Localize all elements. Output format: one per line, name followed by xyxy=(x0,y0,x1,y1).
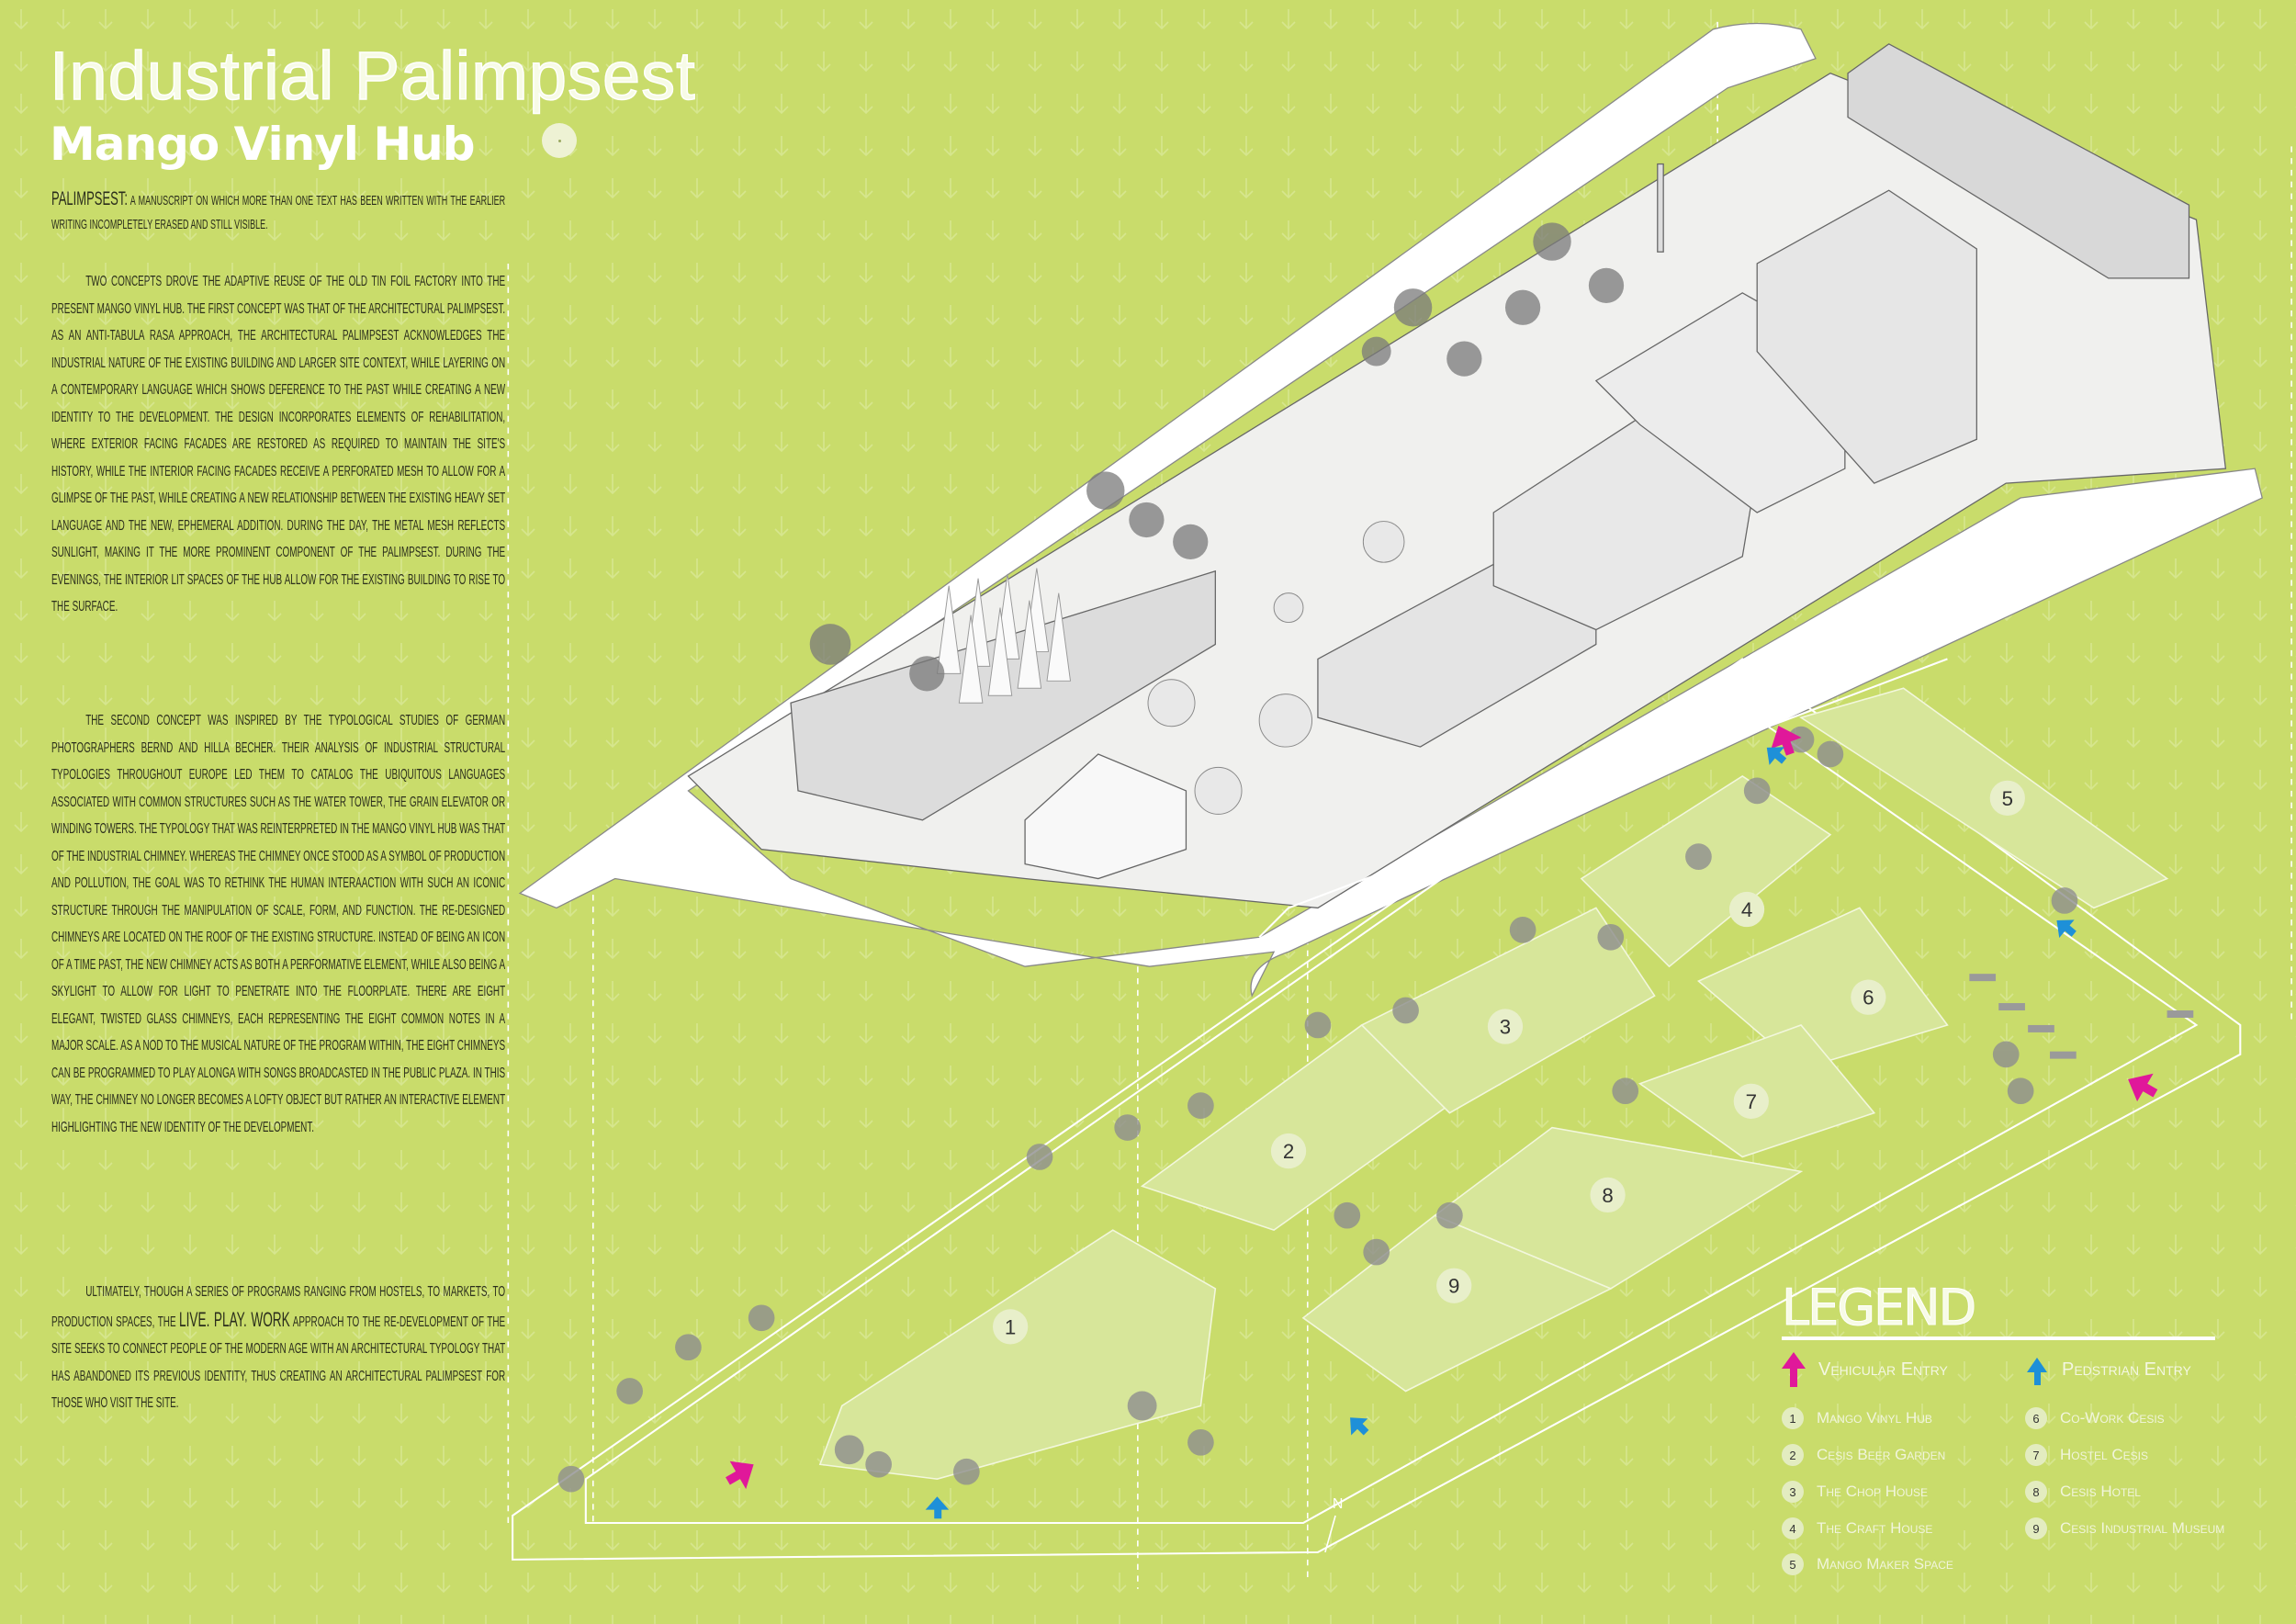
legend-item: 6 Co-Work Cesis xyxy=(2025,1407,2165,1429)
svg-text:N: N xyxy=(1333,1496,1344,1512)
definition: Palimpsest: A manuscript on which more t… xyxy=(51,187,505,237)
legend-label: Cesis Industrial Museum xyxy=(2060,1519,2225,1537)
blue-arrow-icon xyxy=(2027,1358,2047,1385)
plan-marker-3: 3 xyxy=(1487,1009,1524,1044)
trees-plan xyxy=(557,726,2078,1493)
legend-label: Mango Vinyl Hub xyxy=(1817,1409,1932,1427)
plan-marker-2: 2 xyxy=(1270,1133,1307,1169)
plan-marker-8: 8 xyxy=(1590,1177,1626,1213)
svg-text:8: 8 xyxy=(1602,1184,1613,1207)
legend-item: 8 Cesis Hotel xyxy=(2025,1481,2141,1503)
pedestrian-entry-arrows xyxy=(925,747,2077,1519)
page-subtitle: Mango Vinyl Hub xyxy=(50,118,476,171)
legend-item: 9 Cesis Industrial Museum xyxy=(2025,1517,2224,1539)
svg-text:3: 3 xyxy=(1500,1016,1511,1039)
svg-text:9: 9 xyxy=(1448,1275,1459,1298)
legend-item: 4 The Craft House xyxy=(1782,1517,1932,1539)
definition-term: Palimpsest: xyxy=(51,188,128,209)
legend-label: Mango Maker Space xyxy=(1817,1555,1953,1573)
trees-upper xyxy=(809,222,1625,692)
svg-text:1: 1 xyxy=(1005,1315,1016,1338)
legend-pedestrian-entry: Pedstrian Entry xyxy=(2025,1352,2191,1387)
plan-marker-4: 4 xyxy=(1728,891,1765,928)
legend-number: 8 xyxy=(2025,1481,2047,1503)
vinyl-record-icon xyxy=(542,123,577,158)
legend-label: Hostel Cesis xyxy=(2060,1446,2148,1463)
legend-item: 2 Cesis Beer Garden xyxy=(1782,1444,1945,1466)
legend-label: The Chop House xyxy=(1817,1483,1929,1500)
plan-marker-6: 6 xyxy=(1851,979,1886,1015)
svg-text:2: 2 xyxy=(1283,1140,1294,1163)
paragraph-3: Ultimately, though a series of programs … xyxy=(51,1279,505,1417)
legend-item: 3 The Chop House xyxy=(1782,1481,1928,1503)
legend-number: 1 xyxy=(1782,1407,1804,1429)
legend-vehicular-entry: Vehicular Entry xyxy=(1782,1352,1948,1387)
plan-marker-7: 7 xyxy=(1733,1083,1769,1119)
legend-number: 3 xyxy=(1782,1481,1804,1503)
legend-divider xyxy=(1782,1336,2215,1340)
north-arrow: N xyxy=(1324,1496,1344,1553)
building-mass xyxy=(687,43,2227,909)
legend-item: 5 Mango Maker Space xyxy=(1782,1553,1953,1575)
plan-marker-1: 1 xyxy=(993,1309,1029,1345)
legend-item: 7 Hostel Cesis xyxy=(2025,1444,2148,1466)
svg-text:6: 6 xyxy=(1863,987,1874,1009)
legend-number: 7 xyxy=(2025,1444,2047,1466)
legend-label: Co-Work Cesis xyxy=(2060,1409,2165,1427)
svg-text:5: 5 xyxy=(2002,787,2013,810)
paragraph-2: The second concept was inspired by the t… xyxy=(51,713,506,1135)
live-play-work: LIVE. PLAY. WORK xyxy=(179,1307,290,1331)
paragraph-1: Two concepts drove the adaptive reuse of… xyxy=(51,274,506,615)
legend-label: The Craft House xyxy=(1817,1519,1933,1537)
plan-marker-9: 9 xyxy=(1436,1268,1472,1303)
plaza-circles xyxy=(1147,521,1405,815)
glass-chimneys xyxy=(936,568,1072,704)
magenta-arrow-icon xyxy=(1782,1352,1806,1387)
legend-title: LEGEND xyxy=(1781,1279,1976,1337)
svg-text:7: 7 xyxy=(1746,1090,1757,1113)
vehicular-entry-arrows xyxy=(726,726,2158,1490)
legend-label: Cesis Beer Garden xyxy=(1817,1446,1946,1463)
pedestrian-entry-label: Pedstrian Entry xyxy=(2062,1359,2191,1380)
plan-markers: 1 2 3 4 5 6 7 8 9 xyxy=(993,780,2025,1345)
legend-number: 9 xyxy=(2025,1517,2047,1539)
definition-text: A manuscript on which more than one text… xyxy=(51,194,506,232)
legend-number: 4 xyxy=(1782,1517,1804,1539)
site-plan xyxy=(512,658,2242,1561)
legend-number: 6 xyxy=(2025,1407,2047,1429)
legend-label: Cesis Hotel xyxy=(2060,1483,2141,1500)
legend-number: 5 xyxy=(1782,1553,1804,1575)
paragraph-3-start: Ultimately, though a series of programs … xyxy=(51,1284,506,1330)
svg-text:4: 4 xyxy=(1741,898,1752,921)
plan-marker-5: 5 xyxy=(1989,780,2025,816)
legend-number: 2 xyxy=(1782,1444,1804,1466)
parking-stalls xyxy=(1969,974,2194,1059)
paragraph-3-end: approach to the re-development of the si… xyxy=(51,1314,506,1412)
page-title: Industrial Palimpsest xyxy=(49,37,696,115)
street xyxy=(518,22,2263,998)
vehicular-entry-label: Vehicular Entry xyxy=(1818,1359,1948,1380)
legend-item: 1 Mango Vinyl Hub xyxy=(1782,1407,1932,1429)
